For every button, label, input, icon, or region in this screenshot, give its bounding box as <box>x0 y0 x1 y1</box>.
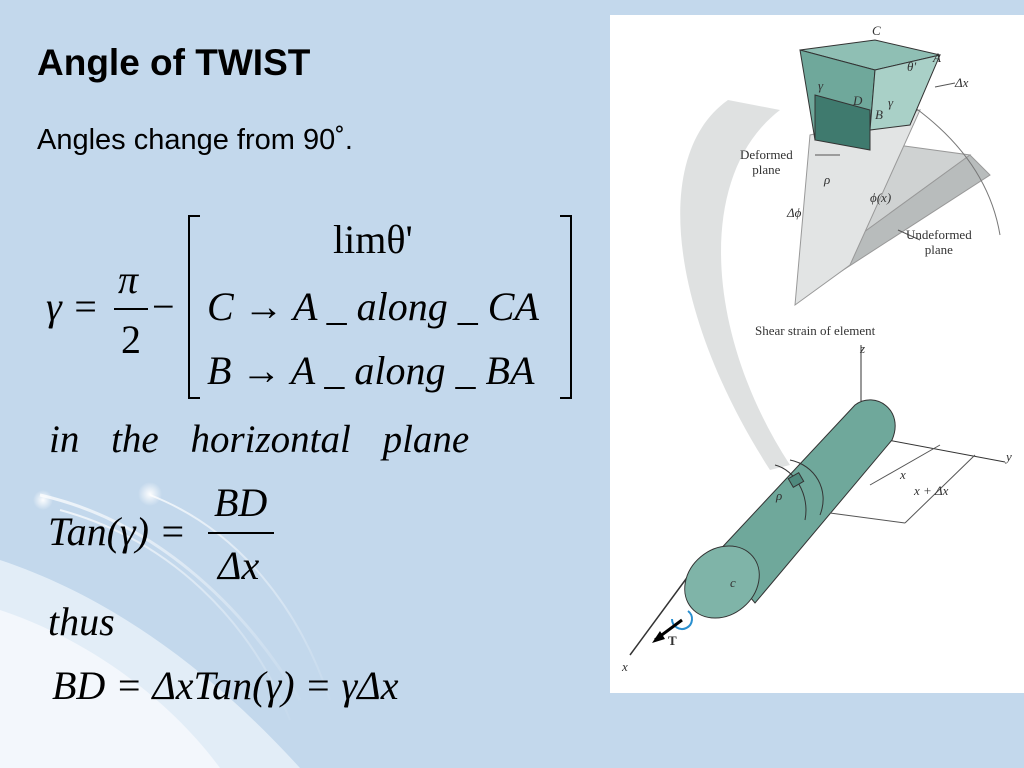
slide-subtitle: Angles change from 90˚. <box>37 124 353 156</box>
bd-numerator: BD <box>214 480 268 525</box>
tan-gamma-lhs: Tan(γ) = <box>48 509 186 554</box>
label-a-top: A <box>933 50 941 65</box>
label-theta-prime: θ' <box>907 59 917 74</box>
delta-x-denominator: Δx <box>218 543 260 588</box>
horizontal-plane-text: in the horizontal plane <box>49 418 470 461</box>
label-d: D <box>853 93 863 108</box>
torsion-figure: C A θ' γ γ D B Δx Deformed plane ρ Δϕ ϕ(… <box>610 15 1024 693</box>
bd-fraction-bar <box>208 532 274 534</box>
label-c-shaft: c <box>730 575 736 590</box>
b-to-a-row: B → A _ along _ BA <box>207 348 535 393</box>
label-gamma-right: γ <box>888 95 894 110</box>
label-deformed-plane: Deformed plane <box>740 147 793 177</box>
pi-fraction-bar <box>114 308 148 310</box>
limit-theta-row: limθ' <box>333 217 413 262</box>
pi-numerator: π <box>118 257 139 302</box>
gamma-equals: γ = <box>46 284 99 329</box>
label-rho: ρ <box>824 172 831 187</box>
label-phi-x: ϕ(x) <box>870 190 892 205</box>
final-equation: BD = ΔxTan(γ) = γΔx <box>52 663 399 708</box>
label-x-axis: x <box>622 659 628 674</box>
label-torque: T <box>668 633 677 648</box>
left-bracket <box>188 215 200 399</box>
label-rho-shaft: ρ <box>776 488 783 503</box>
minus-sign: − <box>152 284 175 329</box>
c-to-a-row: C → A _ along _ CA <box>207 284 539 329</box>
slide-title: Angle of TWIST <box>37 42 311 83</box>
label-z-axis: z <box>860 341 866 356</box>
label-x-dim: x <box>900 467 906 482</box>
right-bracket <box>560 215 572 399</box>
label-gamma-left: γ <box>818 78 824 93</box>
label-y-axis: y <box>1006 449 1012 464</box>
label-x-plus-dx: x + Δx <box>914 483 949 498</box>
label-b: B <box>875 107 883 122</box>
label-shear-strain: Shear strain of element <box>755 323 876 338</box>
label-delta-x: Δx <box>955 75 969 90</box>
pi-denominator: 2 <box>121 317 141 362</box>
label-c-top: C <box>872 23 881 38</box>
thus-text: thus <box>48 599 115 644</box>
label-undeformed-plane: Undeformed plane <box>906 227 972 257</box>
label-delta-phi: Δϕ <box>787 205 802 220</box>
torsion-diagram <box>629 39 1006 656</box>
